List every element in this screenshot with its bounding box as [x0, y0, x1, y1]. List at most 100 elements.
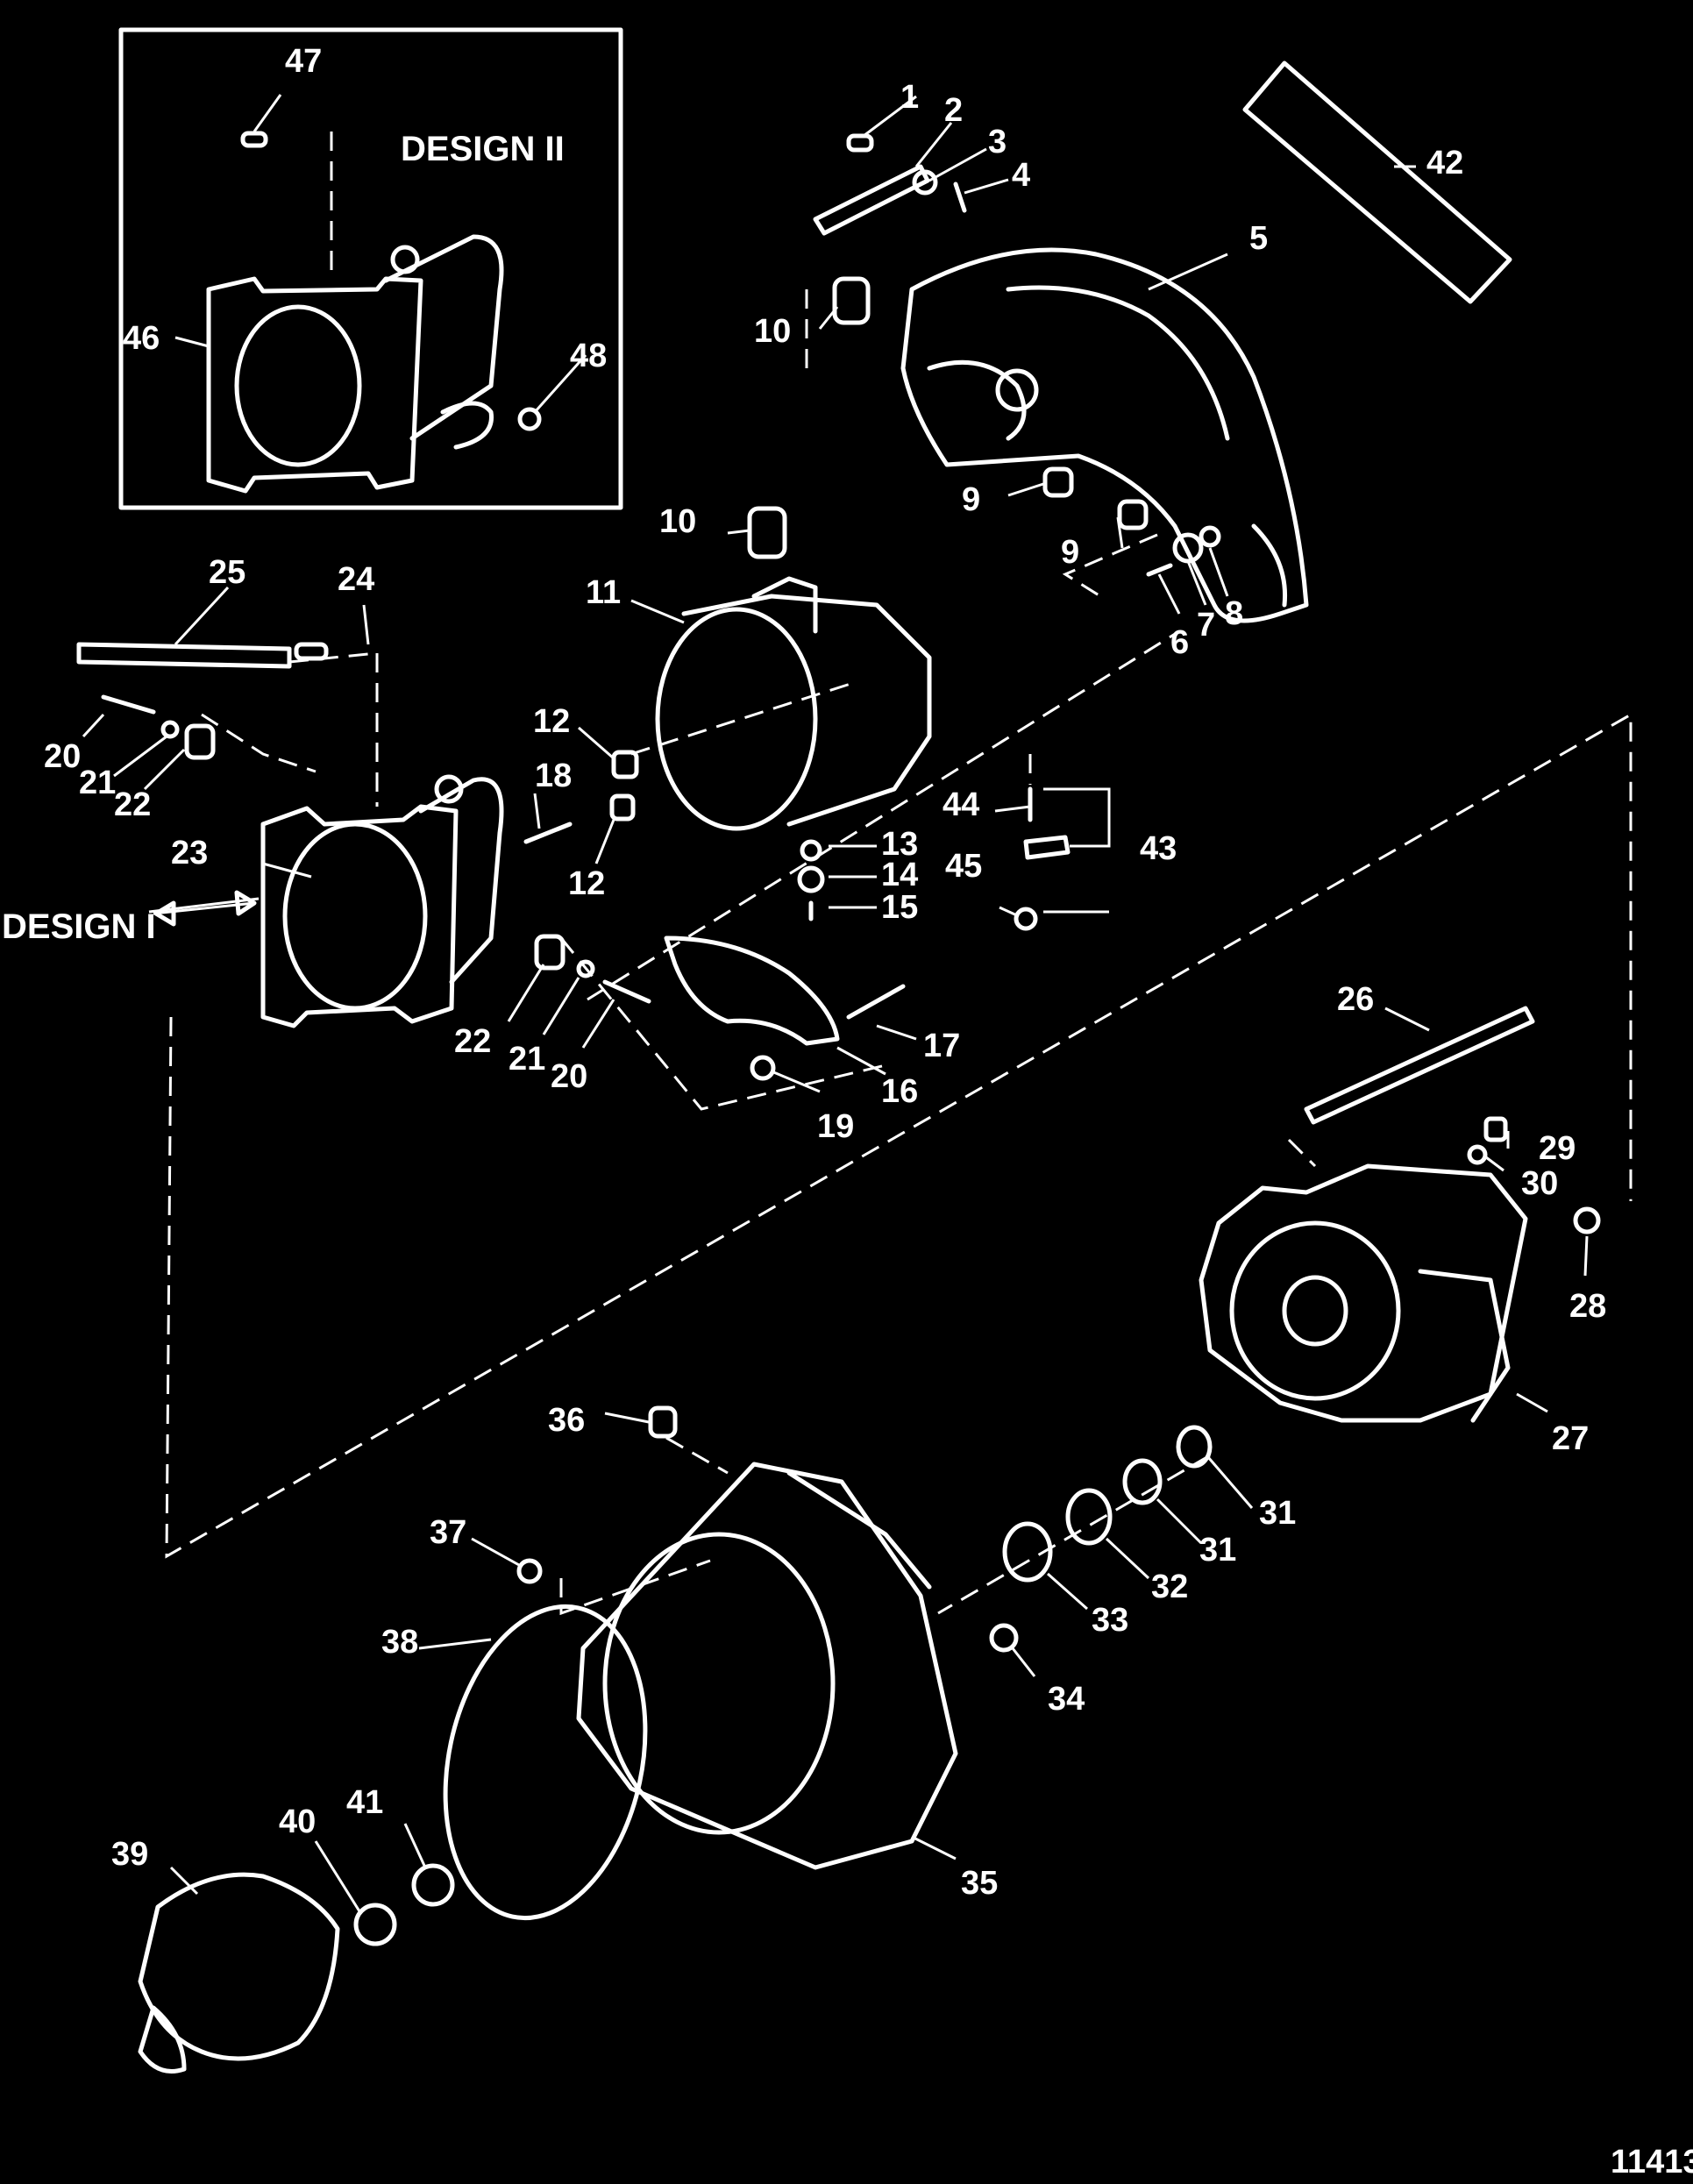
part-16-reverse-gate: [664, 935, 840, 1046]
part-4-cotter: [953, 181, 967, 213]
callout-38: 38: [381, 1624, 418, 1661]
part-29-screw: [1483, 1116, 1508, 1142]
callout-42: 42: [1426, 145, 1463, 181]
part-5-steering-nozzle: [900, 247, 1309, 623]
part-27-pump-housing: [1199, 1163, 1528, 1423]
callout-34: 34: [1048, 1681, 1085, 1718]
part-10-plug-top: [832, 276, 871, 325]
part-13-washer: [800, 839, 822, 862]
callout-39: 39: [111, 1836, 148, 1873]
part-40-tab-washer: [353, 1903, 397, 1946]
part-21-washer-bot: [576, 959, 595, 978]
callout-24: 24: [338, 561, 374, 598]
leader-lines: [82, 94, 1589, 1912]
dashed-assembly-lines: [165, 132, 1633, 1616]
part-12-bushing-a: [611, 750, 639, 779]
callout-9a: 9: [962, 481, 980, 518]
part-22-bushing-top: [184, 723, 216, 760]
callout-21a: 21: [79, 765, 116, 801]
part-9-bushing-b: [1117, 499, 1149, 530]
callout-8: 8: [1225, 595, 1243, 632]
part-42-decal: [1242, 60, 1512, 304]
callout-44: 44: [943, 786, 979, 823]
part-33-ring: [1002, 1521, 1053, 1583]
callout-22a: 22: [114, 786, 151, 823]
callout-29: 29: [1539, 1130, 1576, 1167]
callout-10a: 10: [754, 313, 791, 350]
part-23-nozzle-design-1: [260, 774, 504, 1028]
callout-22b: 22: [454, 1023, 491, 1060]
part-26-long-bolt: [1304, 1006, 1535, 1125]
design-1-arrow: [153, 890, 257, 927]
part-43-link-arm: [1023, 835, 1071, 860]
callout-10b: 10: [659, 503, 696, 540]
part-19-lockwasher: [750, 1055, 776, 1081]
callout-40: 40: [279, 1803, 316, 1840]
callout-17: 17: [923, 1028, 960, 1064]
callout-31a: 31: [1259, 1495, 1296, 1532]
part-24-pin: [294, 642, 329, 661]
callout-25: 25: [209, 554, 245, 591]
part-9-bushing-a: [1042, 466, 1074, 498]
part-37-o-ring: [516, 1558, 543, 1584]
part-2-rod: [813, 164, 930, 236]
part-36-plug: [648, 1405, 678, 1439]
part-17-screw: [846, 984, 906, 1020]
callout-11: 11: [586, 574, 621, 611]
callout-19: 19: [817, 1108, 854, 1145]
part-34-tab-washer: [989, 1623, 1019, 1653]
part-32-seal: [1065, 1488, 1113, 1546]
callout-4: 4: [1012, 157, 1030, 194]
part-30-washer: [1467, 1144, 1488, 1165]
callout-35: 35: [961, 1865, 998, 1902]
part-10-plug-mid: [747, 506, 787, 559]
part-28-plug: [1573, 1206, 1601, 1234]
part-31-sleeve-a: [1176, 1425, 1213, 1469]
part-48-washer: [517, 407, 542, 431]
callout-5: 5: [1249, 220, 1268, 257]
part-6-screw: [1146, 563, 1173, 577]
callout-26: 26: [1337, 981, 1374, 1018]
part-38-large-o-ring: [443, 1604, 648, 1921]
callout-18: 18: [535, 758, 572, 794]
callout-1: 1: [900, 79, 919, 116]
callout-31b: 31: [1199, 1532, 1236, 1569]
part-8-washer: [1199, 525, 1221, 548]
callout-23: 23: [171, 835, 208, 871]
callout-6: 6: [1170, 624, 1189, 661]
part-39-impeller: [138, 1872, 340, 2074]
callout-9b: 9: [1061, 534, 1079, 571]
callout-33: 33: [1092, 1602, 1128, 1639]
callout-43: 43: [1140, 830, 1177, 867]
callout-32: 32: [1151, 1569, 1188, 1605]
callout-21b: 21: [509, 1041, 545, 1078]
part-3-washer: [912, 169, 938, 196]
design-2-label: DESIGN II: [401, 130, 565, 168]
callout-20a: 20: [44, 738, 81, 775]
part-14-bushing: [797, 865, 825, 893]
part-47-pin: [240, 131, 268, 148]
callout-2: 2: [944, 92, 963, 129]
callout-16: 16: [881, 1073, 918, 1110]
callout-12b: 12: [568, 865, 605, 902]
part-20-screw-bot: [602, 979, 651, 1004]
callout-45: 45: [945, 848, 982, 885]
part-46-nozzle-design-2: [206, 234, 504, 494]
part-21-washer-top: [160, 720, 180, 739]
part-45-nut: [1014, 907, 1038, 931]
part-1-pin: [846, 133, 874, 153]
callout-30: 30: [1521, 1165, 1558, 1202]
callout-46: 46: [123, 320, 160, 357]
callout-12a: 12: [533, 703, 570, 740]
part-11-reverse-gate-housing: [655, 576, 932, 831]
part-31-sleeve-b: [1122, 1458, 1163, 1505]
part-12-bushing-b: [609, 793, 636, 822]
part-41-impeller-nut: [411, 1863, 455, 1907]
callout-27: 27: [1552, 1420, 1589, 1457]
design-2-inset-frame: [118, 27, 623, 510]
part-22-bushing-bot: [534, 934, 566, 971]
design-1-label: DESIGN I: [2, 907, 156, 946]
callout-3: 3: [988, 124, 1007, 160]
callout-13: 13: [881, 826, 918, 863]
